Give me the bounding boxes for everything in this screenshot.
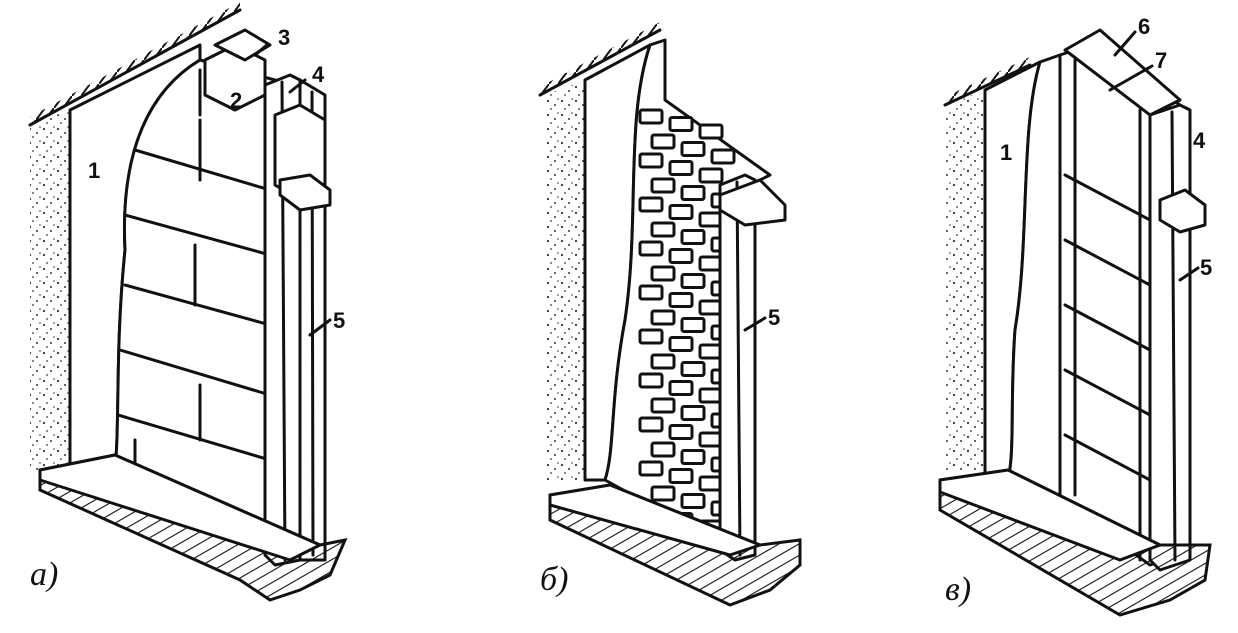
brick (680, 185, 706, 201)
brick (680, 141, 706, 157)
leader-5-b (743, 316, 767, 332)
panel-c: 1 6 7 4 5 в) (938, 14, 1212, 617)
brick (650, 485, 676, 502)
brick (668, 468, 694, 484)
inner-layer-c (1006, 53, 1062, 502)
brick (638, 284, 664, 301)
leader-7-c (1108, 64, 1154, 92)
callout-3: 3 (278, 25, 290, 50)
brick (680, 493, 706, 509)
ceiling-hatch (30, 2, 240, 125)
leader-4 (288, 78, 307, 94)
strip-edge-b (735, 180, 742, 557)
brick (650, 309, 676, 326)
brick (650, 133, 676, 150)
caption-c: в) (945, 571, 971, 608)
stipple-side-c (945, 90, 985, 470)
brick (680, 317, 706, 333)
panel-a: 1 2 3 4 5 а) (28, 2, 348, 602)
leader-5 (308, 318, 332, 337)
callout-1: 1 (88, 158, 100, 183)
brick (698, 167, 724, 184)
leader-5-c (1178, 266, 1200, 282)
panel-top-c (1063, 28, 1182, 117)
brick (668, 204, 694, 220)
post-bracket (278, 173, 332, 212)
brick (668, 248, 694, 264)
panel-b: 5 б) (538, 22, 802, 607)
brick (638, 416, 664, 433)
callout-4-c: 4 (1193, 128, 1206, 153)
ceiling-hatch-c (945, 57, 1030, 105)
brick (638, 328, 664, 345)
brick (710, 148, 736, 165)
brick (668, 292, 694, 308)
panel-joints-c (1063, 58, 1152, 562)
brick (638, 240, 664, 257)
block-joints (116, 68, 272, 482)
brick (638, 152, 664, 169)
brick (680, 405, 706, 421)
brick (668, 336, 694, 352)
brick (680, 361, 706, 377)
caption-b: б) (540, 561, 568, 598)
brick (680, 449, 706, 465)
floor-top-c (938, 468, 1162, 562)
callout-2: 2 (230, 88, 242, 113)
brick (650, 397, 676, 414)
brick (680, 229, 706, 245)
callout-5-b: 5 (768, 305, 780, 330)
callout-5: 5 (333, 308, 345, 333)
ceiling-hatch-b (540, 22, 660, 95)
floor-top-b (548, 483, 762, 557)
brick (698, 123, 724, 140)
stipple-side (30, 110, 70, 470)
callout-4: 4 (312, 62, 325, 87)
stipple-side-b (545, 80, 585, 480)
brick (668, 380, 694, 396)
brick (650, 221, 676, 238)
brick (650, 441, 676, 458)
brick (680, 273, 706, 289)
brick (668, 116, 694, 132)
brick (650, 177, 676, 194)
brick (638, 460, 664, 477)
column-bracket-c (1158, 188, 1207, 234)
callout-7-c: 7 (1155, 48, 1167, 73)
leader-3 (253, 42, 270, 57)
brick (668, 160, 694, 176)
leader-6-c (1113, 30, 1137, 57)
brick (638, 372, 664, 389)
vertical-column-c (1148, 103, 1192, 572)
callout-5-c: 5 (1200, 255, 1212, 280)
block-masonry (113, 58, 277, 557)
strip-bracket-b (718, 178, 787, 227)
floor-top (38, 453, 322, 562)
caption-a: а) (30, 556, 58, 593)
brick (638, 108, 664, 125)
callout-1-c: 1 (1000, 140, 1012, 165)
brick (650, 353, 676, 370)
brick (668, 424, 694, 440)
callout-6-c: 6 (1138, 14, 1150, 39)
brick (638, 196, 664, 213)
brick (650, 265, 676, 282)
column-edge-c (1170, 110, 1177, 562)
